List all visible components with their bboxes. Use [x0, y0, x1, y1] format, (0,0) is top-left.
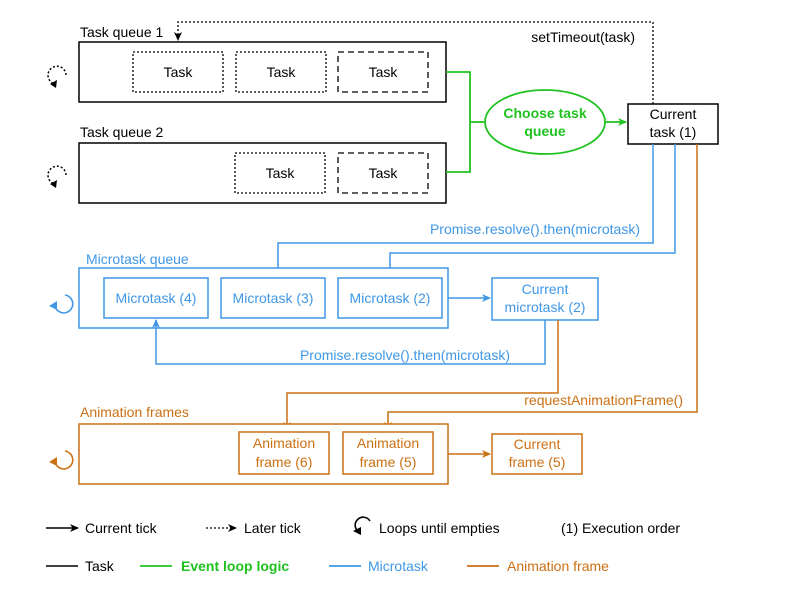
animation-frame-line2: frame (5): [360, 454, 417, 470]
loop-icon: [47, 165, 67, 188]
task-queue-2-label: Task queue 2: [80, 124, 163, 140]
animation-frame-line1: Animation: [357, 435, 419, 451]
task-item-label: Task: [369, 165, 399, 181]
legend-animation-frame: Animation frame: [507, 558, 609, 574]
task-item-label: Task: [267, 64, 297, 80]
current-microtask-line1: Current: [522, 281, 569, 297]
legend-current-tick: Current tick: [85, 520, 158, 536]
promise-then-edge-1: Promise.resolve().then(microtask): [274, 144, 676, 276]
task-item: [132, 51, 224, 93]
animation-frames-queue: Animation frames Animation frame (6) Ani…: [49, 404, 449, 485]
microtask-item: [337, 277, 443, 319]
animation-frame-item: [342, 431, 434, 475]
current-task: Current task (1): [627, 103, 719, 145]
task-item: [337, 152, 429, 194]
loop-icon: [47, 65, 67, 88]
task-item: [235, 51, 327, 93]
queue-merge-connector: [446, 71, 471, 173]
microtask-item: [103, 277, 209, 319]
request-animation-frame-label: requestAnimationFrame(): [524, 392, 683, 408]
legend: Current tick Later tick Loops until empt…: [46, 516, 680, 574]
current-task-line2: task (1): [650, 124, 697, 140]
current-microtask: Current microtask (2): [491, 277, 599, 321]
choose-task-queue-line2: queue: [524, 123, 565, 139]
animation-frame-item: [238, 431, 330, 475]
animation-frame-line1: Animation: [253, 435, 315, 451]
microtask-to-animation-frame-6-arrow: [283, 320, 559, 431]
current-task-box: [627, 103, 719, 145]
set-timeout-edge: setTimeout(task): [174, 21, 654, 104]
promise-then-arrow-to-microtask-4: [152, 319, 546, 365]
promise-then-edge-2: Promise.resolve().then(microtask): [152, 319, 546, 365]
set-timeout-arrow: [174, 21, 654, 104]
microtask-item-label: Microtask (3): [233, 290, 314, 306]
current-frame-box: [491, 433, 583, 475]
current-frame-line1: Current: [514, 436, 561, 452]
task-item-label: Task: [266, 165, 296, 181]
current-frame: Current frame (5): [491, 433, 583, 475]
legend-execution-order: (1) Execution order: [561, 520, 680, 536]
legend-event-loop-logic: Event loop logic: [181, 558, 289, 574]
animation-frames-label: Animation frames: [80, 404, 189, 420]
loop-icon: [49, 294, 74, 314]
current-microtask-line2: microtask (2): [505, 299, 586, 315]
task-queue-1-label: Task queue 1: [80, 24, 163, 40]
task-item-label: Task: [164, 64, 194, 80]
set-timeout-label: setTimeout(task): [531, 29, 635, 45]
loop-icon: [353, 516, 371, 535]
loop-icon: [49, 450, 74, 470]
task-item: [337, 51, 429, 93]
task-item: [234, 152, 326, 194]
promise-then-label-1: Promise.resolve().then(microtask): [430, 221, 640, 237]
current-task-line1: Current: [650, 106, 697, 122]
legend-loops-until-empties: Loops until empties: [379, 520, 500, 536]
legend-later-tick: Later tick: [244, 520, 302, 536]
microtask-queue: Microtask queue Microtask (4) Microtask …: [49, 251, 449, 329]
task-queue-2: Task queue 2 Task Task: [47, 124, 447, 204]
legend-task: Task: [85, 558, 115, 574]
animation-edges: requestAnimationFrame(): [283, 144, 698, 431]
microtask-queue-label: Microtask queue: [86, 251, 189, 267]
microtask-item-label: Microtask (4): [116, 290, 197, 306]
microtask-item-label: Microtask (2): [350, 290, 431, 306]
request-animation-frame-arrow: [384, 144, 698, 431]
task-item-label: Task: [369, 64, 399, 80]
promise-then-arrow-to-microtask-2: [386, 144, 676, 276]
choose-task-queue-line1: Choose task: [503, 105, 586, 121]
event-loop-logic: Choose task queue: [446, 71, 627, 173]
current-frame-line2: frame (5): [509, 454, 566, 470]
task-queue-1: Task queue 1 Task Task Task: [47, 24, 447, 103]
microtask-item: [220, 277, 326, 319]
promise-then-label-2: Promise.resolve().then(microtask): [300, 347, 510, 363]
promise-then-arrow-to-microtask-3: [274, 144, 654, 276]
legend-microtask: Microtask: [368, 558, 429, 574]
choose-task-queue-node: [484, 89, 606, 155]
animation-frame-line2: frame (6): [256, 454, 313, 470]
